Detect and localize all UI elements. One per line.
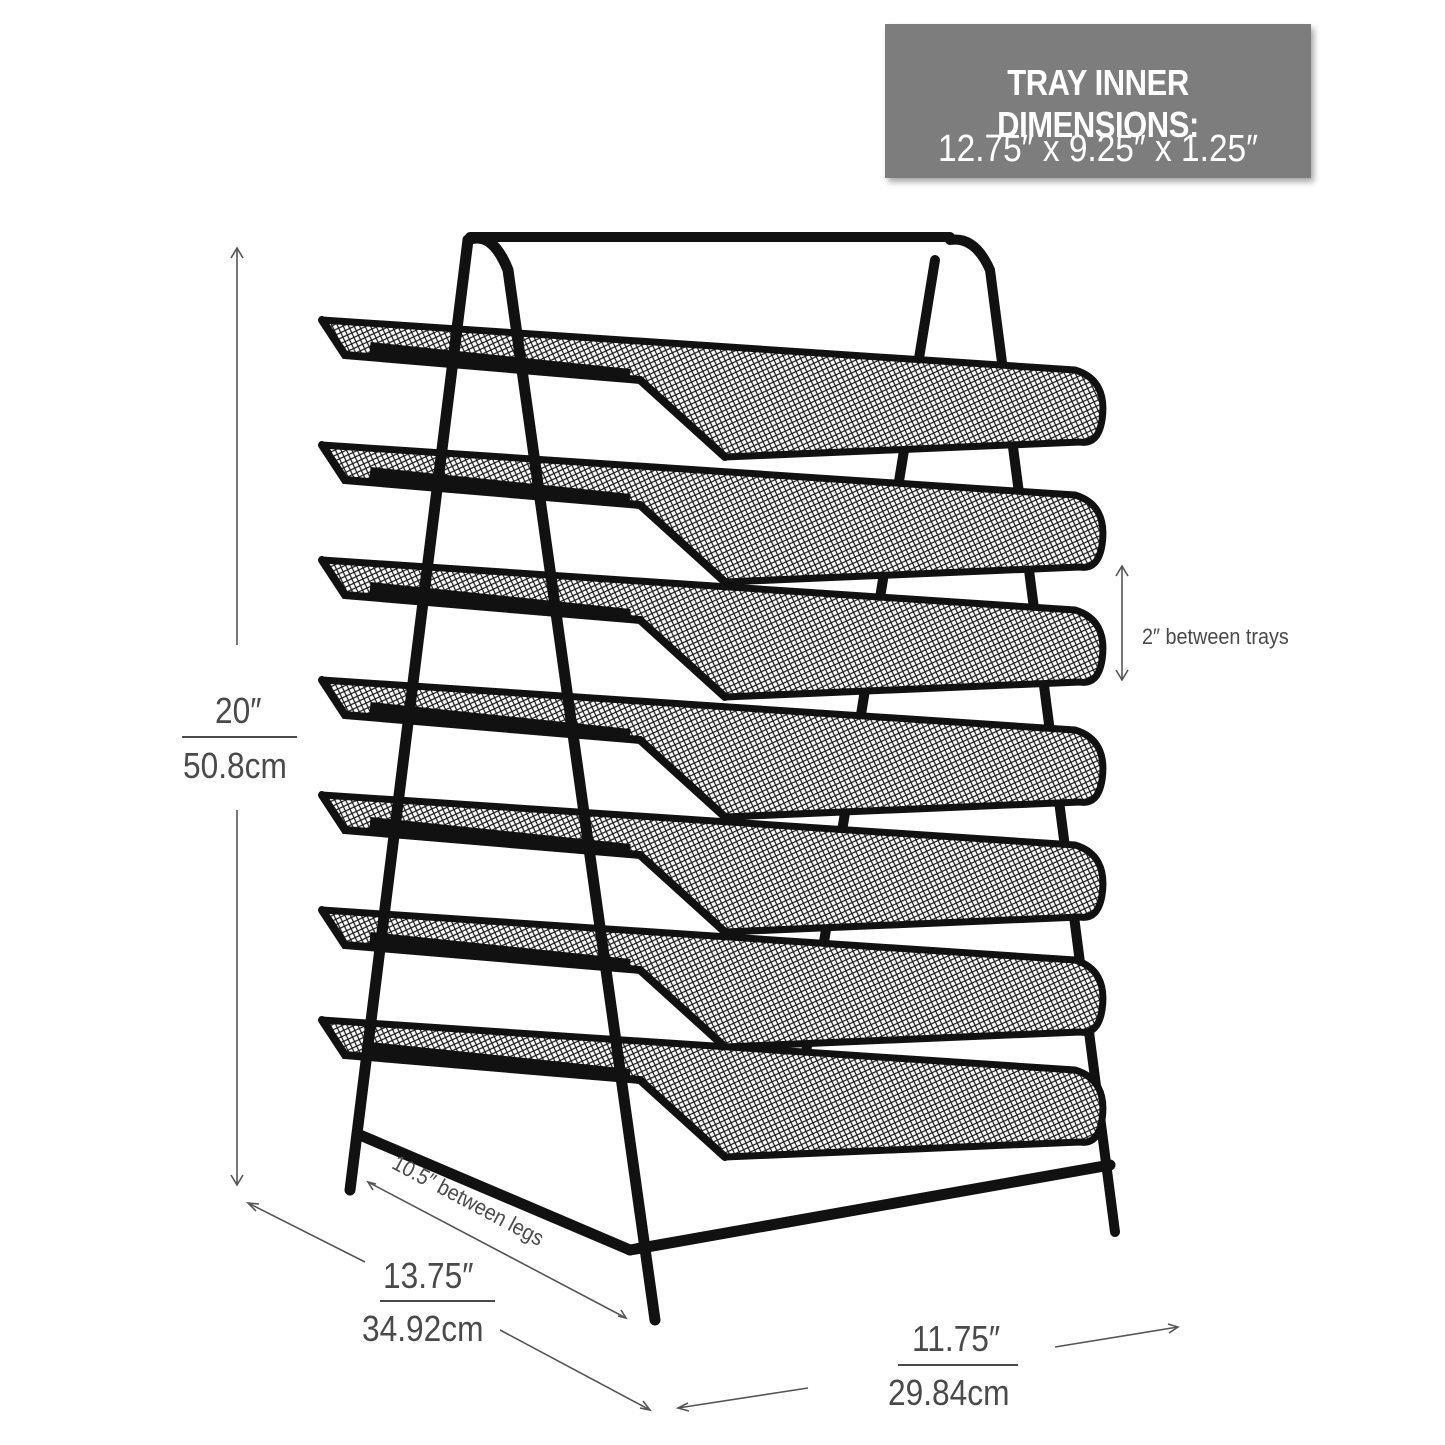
depth-divider xyxy=(380,1300,495,1302)
tray-spacing-label: 2″ between trays xyxy=(1142,624,1289,649)
tray-dimensions-banner: TRAY INNER DIMENSIONS: 12.75″ x 9.25″ x … xyxy=(885,24,1311,178)
tray xyxy=(318,676,1107,821)
width-divider xyxy=(898,1364,1018,1366)
tray xyxy=(318,791,1107,936)
tray xyxy=(318,906,1107,1051)
tray xyxy=(318,441,1107,586)
dimension-lines xyxy=(230,246,1180,1412)
depth-inches: 13.75″ xyxy=(383,1255,474,1296)
height-cm: 50.8cm xyxy=(183,745,287,786)
depth-cm: 34.92cm xyxy=(362,1308,484,1349)
banner-heading: TRAY INNER DIMENSIONS: xyxy=(997,62,1199,145)
width-inches: 11.75″ xyxy=(912,1318,1001,1359)
width-cm: 29.84cm xyxy=(888,1372,1010,1413)
height-inches: 20″ xyxy=(215,690,262,731)
banner-value: 12.75″ x 9.25″ x 1.25″ xyxy=(938,128,1258,170)
front-frame xyxy=(344,232,1116,1326)
height-divider xyxy=(182,736,297,738)
tray xyxy=(318,1016,1107,1161)
tray xyxy=(318,556,1107,701)
